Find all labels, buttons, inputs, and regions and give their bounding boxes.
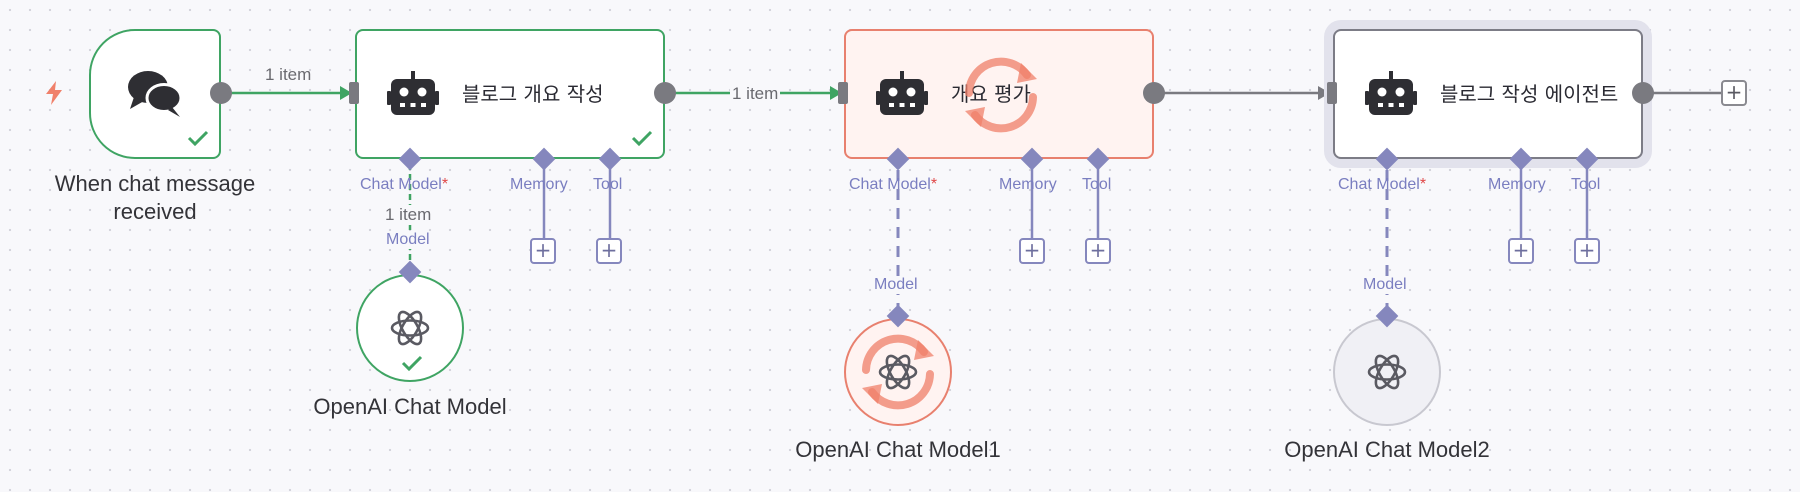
add-next-node-button[interactable]: + — [1721, 80, 1747, 106]
success-check-icon — [187, 130, 209, 147]
agent-node-review[interactable]: 개요 평가 — [844, 29, 1154, 159]
running-spinner-icon — [862, 334, 934, 410]
edge-arrowhead — [340, 86, 352, 100]
edge-arrowhead — [1318, 86, 1330, 100]
openai-icon — [878, 354, 918, 390]
model-node-openai2[interactable] — [1333, 318, 1441, 426]
chat-model-port-label: Chat Model* — [1338, 176, 1427, 193]
edge-count-label: 1 item — [730, 84, 781, 104]
model-node-openai1[interactable] — [844, 318, 952, 426]
trigger-node[interactable] — [89, 29, 221, 159]
trigger-bolt-icon — [46, 81, 62, 105]
agent-node-label: 개요 평가 — [951, 82, 1031, 106]
model-port-label: Model — [1363, 276, 1407, 294]
edge-arrowhead — [830, 86, 842, 100]
chat-model-port-label: Chat Model* — [360, 176, 449, 193]
edge-count-label: 1 item — [265, 65, 312, 84]
success-check-icon — [401, 355, 423, 372]
agent-input-handle[interactable] — [1327, 82, 1337, 104]
tool-port-label: Tool — [1082, 176, 1112, 193]
model-node-openai[interactable] — [356, 274, 464, 382]
agent-output-handle[interactable] — [1632, 82, 1654, 104]
success-check-icon — [631, 130, 653, 147]
add-tool-button[interactable]: + — [1574, 238, 1600, 264]
robot-icon — [876, 71, 928, 115]
add-tool-button[interactable]: + — [596, 238, 622, 264]
agent-node-label: 블로그 개요 작성 — [462, 82, 604, 106]
robot-icon — [387, 71, 439, 115]
running-spinner-icon — [965, 57, 1037, 133]
model-port-label: Model — [874, 276, 918, 294]
agent-node-outline[interactable]: 블로그 개요 작성 — [355, 29, 665, 159]
agent-output-handle[interactable] — [1143, 82, 1165, 104]
tool-port-label: Tool — [1571, 176, 1601, 193]
model-node-title: OpenAI Chat Model2 — [1284, 437, 1490, 462]
memory-port-label: Memory — [510, 176, 568, 193]
agent-input-handle[interactable] — [349, 82, 359, 104]
agent-node-writer[interactable]: 블로그 작성 에이전트 — [1333, 29, 1643, 159]
model-port-label: Model — [386, 231, 430, 249]
agent-node-label: 블로그 작성 에이전트 — [1440, 82, 1619, 106]
openai-icon — [1367, 354, 1407, 390]
robot-icon — [1365, 71, 1417, 115]
model-node-title: OpenAI Chat Model1 — [795, 437, 1001, 462]
add-memory-button[interactable]: + — [1019, 238, 1045, 264]
add-tool-button[interactable]: + — [1085, 238, 1111, 264]
tool-port-label: Tool — [593, 176, 623, 193]
model-node-title: OpenAI Chat Model — [313, 394, 507, 419]
chat-bubbles-icon — [128, 71, 183, 117]
agent-output-handle[interactable] — [654, 82, 676, 104]
edge-count-label: 1 item — [383, 205, 434, 225]
memory-port-label: Memory — [1488, 176, 1546, 193]
openai-icon — [390, 310, 430, 346]
agent-input-handle[interactable] — [838, 82, 848, 104]
add-memory-button[interactable]: + — [1508, 238, 1534, 264]
add-memory-button[interactable]: + — [530, 238, 556, 264]
chat-model-port-label: Chat Model* — [849, 176, 938, 193]
trigger-output-handle[interactable] — [210, 82, 232, 104]
trigger-title: When chat message received — [54, 171, 256, 224]
memory-port-label: Memory — [999, 176, 1057, 193]
